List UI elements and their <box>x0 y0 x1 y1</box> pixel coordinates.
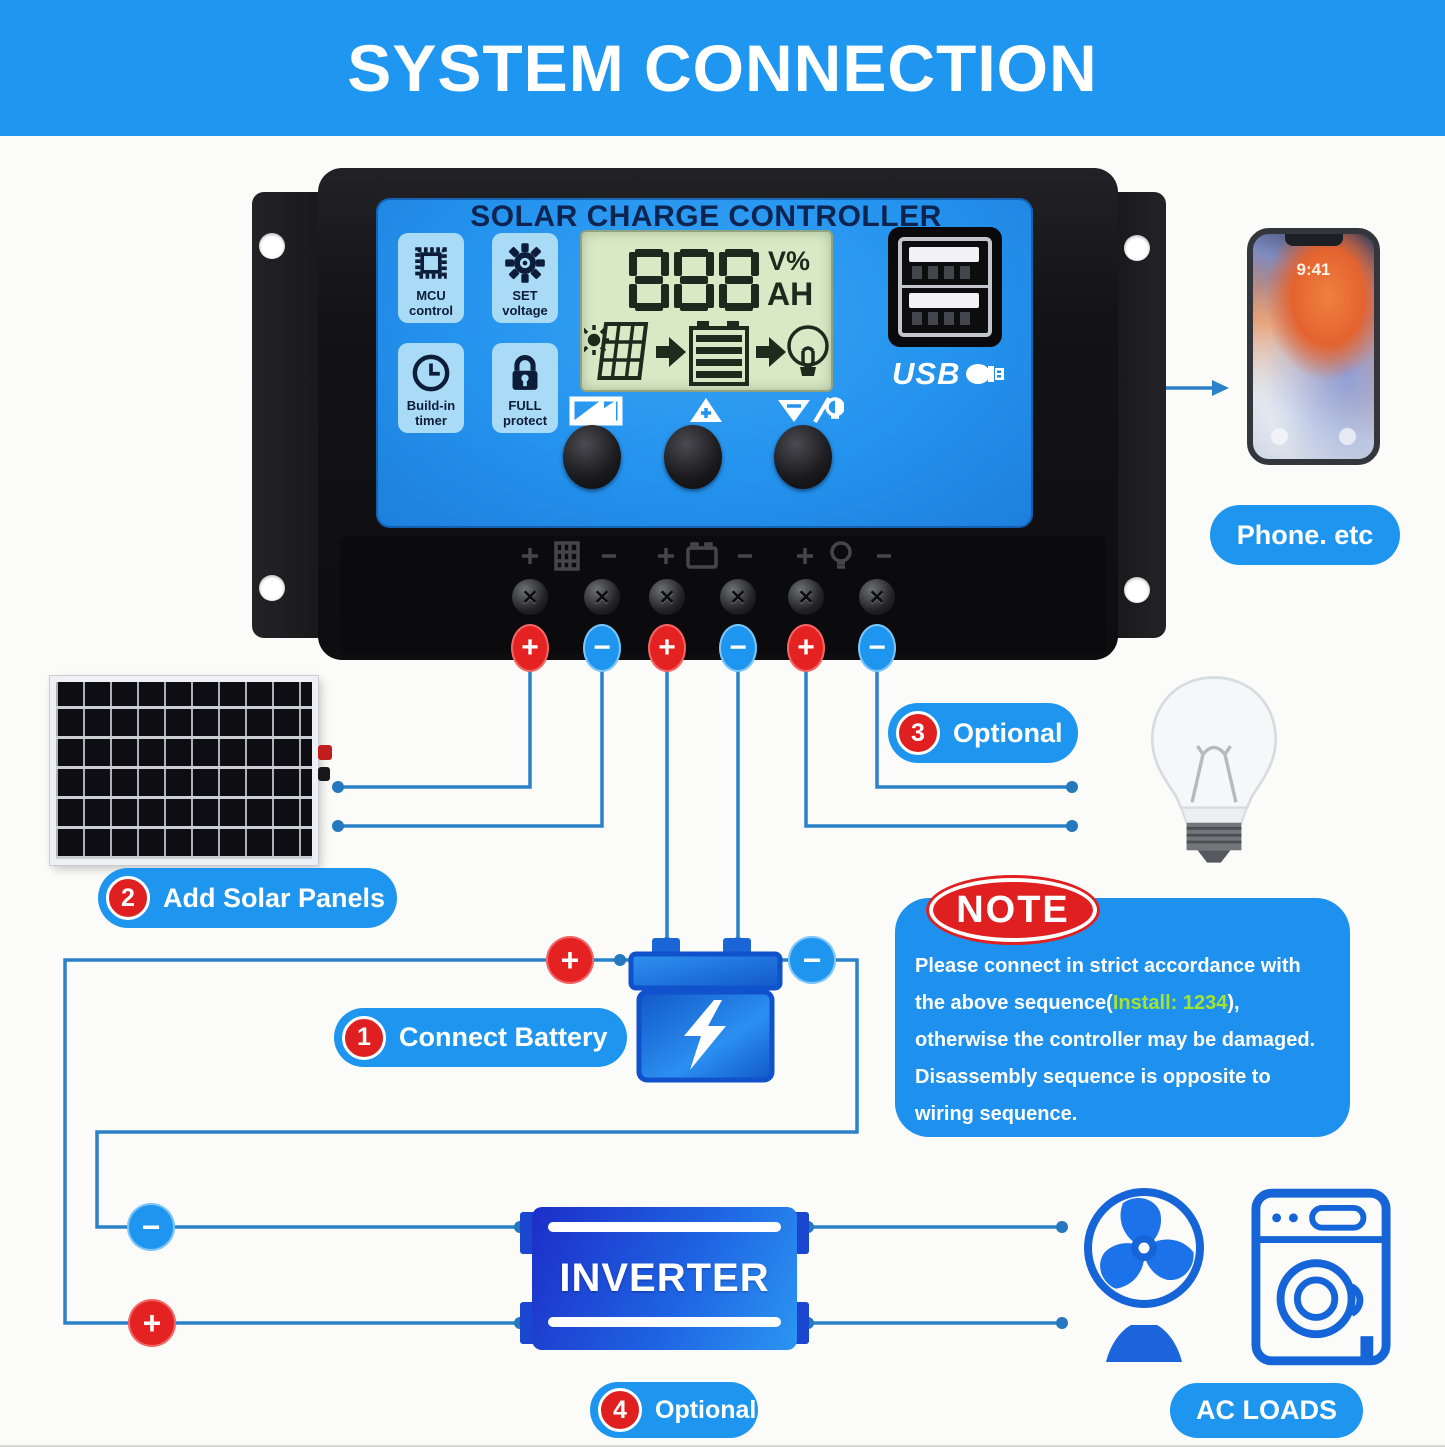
button-glyph-row <box>569 396 844 426</box>
controller-button <box>664 425 722 489</box>
lcd-unit-volt-percent: V% <box>768 246 811 276</box>
step1-label: 1 Connect Battery <box>334 1008 627 1067</box>
inverter-negative-badge: − <box>127 1203 175 1251</box>
arrow-right-icon <box>756 337 786 367</box>
bulb-icon <box>787 325 829 376</box>
phone-time: 9:41 <box>1296 260 1331 279</box>
arrow-to-phone-icon <box>1212 380 1229 396</box>
lcd-status-icons <box>584 321 829 386</box>
usb-logo: USB <box>892 356 1012 392</box>
camera-icon <box>1339 428 1356 445</box>
seven-segment-digit <box>629 249 669 311</box>
controller-button <box>563 425 621 489</box>
page-title: SYSTEM CONNECTION <box>347 31 1098 105</box>
mounting-hole <box>259 233 285 259</box>
up-plus-icon <box>690 398 722 422</box>
usb-port <box>898 237 992 337</box>
terminal-screw: ✕ <box>720 579 756 615</box>
inverter-positive-badge: + <box>128 1299 176 1347</box>
step-number-badge: 4 <box>598 1388 642 1432</box>
battery-positive-badge: + <box>546 936 594 984</box>
terminal-badge-battery-negative: − <box>719 624 757 672</box>
terminal-screw: ✕ <box>788 579 824 615</box>
terminal-badge-load-negative: − <box>858 624 896 672</box>
terminal-group-solar <box>522 541 616 571</box>
usb-port-block <box>888 227 1002 347</box>
ac-loads-label: AC LOADS <box>1170 1383 1363 1438</box>
terminal-screw: ✕ <box>859 579 895 615</box>
terminal-badge-load-positive: + <box>787 624 825 672</box>
step-number-badge: 1 <box>342 1015 386 1060</box>
phone-image: 9:41 <box>1247 228 1380 465</box>
solar-connector-black <box>318 767 330 781</box>
gear-icon <box>505 243 545 283</box>
battery-negative-badge: − <box>788 936 836 984</box>
terminal-badge-solar-positive: + <box>511 624 549 672</box>
battery-icon <box>689 321 749 386</box>
seven-segment-digit <box>719 249 759 311</box>
note-title: NOTE <box>956 888 1070 931</box>
solar-panel-image <box>50 676 318 865</box>
inverter-stripe <box>548 1317 781 1327</box>
terminal-group-load <box>797 541 891 569</box>
phone-label: Phone. etc <box>1210 505 1400 565</box>
terminal-group-battery <box>658 542 752 569</box>
note-title-oval: NOTE <box>929 878 1097 942</box>
mounting-hole <box>259 575 285 601</box>
lcd-display: V% AH <box>580 230 833 392</box>
phone-notch <box>1284 234 1343 246</box>
light-bulb-image <box>1150 676 1278 863</box>
terminal-screw: ✕ <box>512 579 548 615</box>
sun-icon <box>584 325 609 355</box>
clock-icon <box>412 354 450 392</box>
mounting-hole <box>1124 577 1150 603</box>
solar-connector-red <box>318 745 332 760</box>
fan-icon <box>1084 1188 1204 1362</box>
usb-plug-icon <box>966 364 1005 384</box>
mounting-hole <box>1124 235 1150 261</box>
battery-select-icon <box>569 396 623 426</box>
lock-icon <box>512 355 538 390</box>
inverter-label: INVERTER <box>559 1256 770 1300</box>
step4-label: 4 Optional <box>590 1382 758 1438</box>
terminal-badge-solar-negative: − <box>583 624 621 672</box>
flashlight-icon <box>1271 428 1288 445</box>
step-number-badge: 2 <box>106 876 150 920</box>
controller-title: SOLAR CHARGE CONTROLLER <box>470 200 942 233</box>
inverter-stripe <box>548 1222 781 1232</box>
banner: SYSTEM CONNECTION <box>0 0 1445 136</box>
washing-machine-icon <box>1251 1188 1391 1366</box>
inverter-tab <box>793 1212 809 1254</box>
battery-image <box>628 938 783 1083</box>
solar-panel-icon <box>597 322 649 380</box>
lcd-unit-amp-hour: AH <box>767 276 814 312</box>
inverter-tab <box>793 1302 809 1344</box>
down-minus-bulb-icon <box>778 396 844 424</box>
arrow-right-icon <box>656 337 686 367</box>
seven-segment-digit <box>674 249 714 311</box>
step-number-badge: 3 <box>896 711 940 755</box>
terminal-screw: ✕ <box>584 579 620 615</box>
terminal-badge-battery-positive: + <box>648 624 686 672</box>
chip-icon <box>415 247 447 279</box>
terminal-screw: ✕ <box>649 579 685 615</box>
install-sequence: Install: 1234 <box>1112 992 1228 1014</box>
controller-button <box>774 425 832 489</box>
note-text: Please connect in strict accordance with… <box>915 955 1316 1125</box>
step3-label: 3 Optional <box>888 703 1078 763</box>
step2-label: 2 Add Solar Panels <box>98 868 397 928</box>
